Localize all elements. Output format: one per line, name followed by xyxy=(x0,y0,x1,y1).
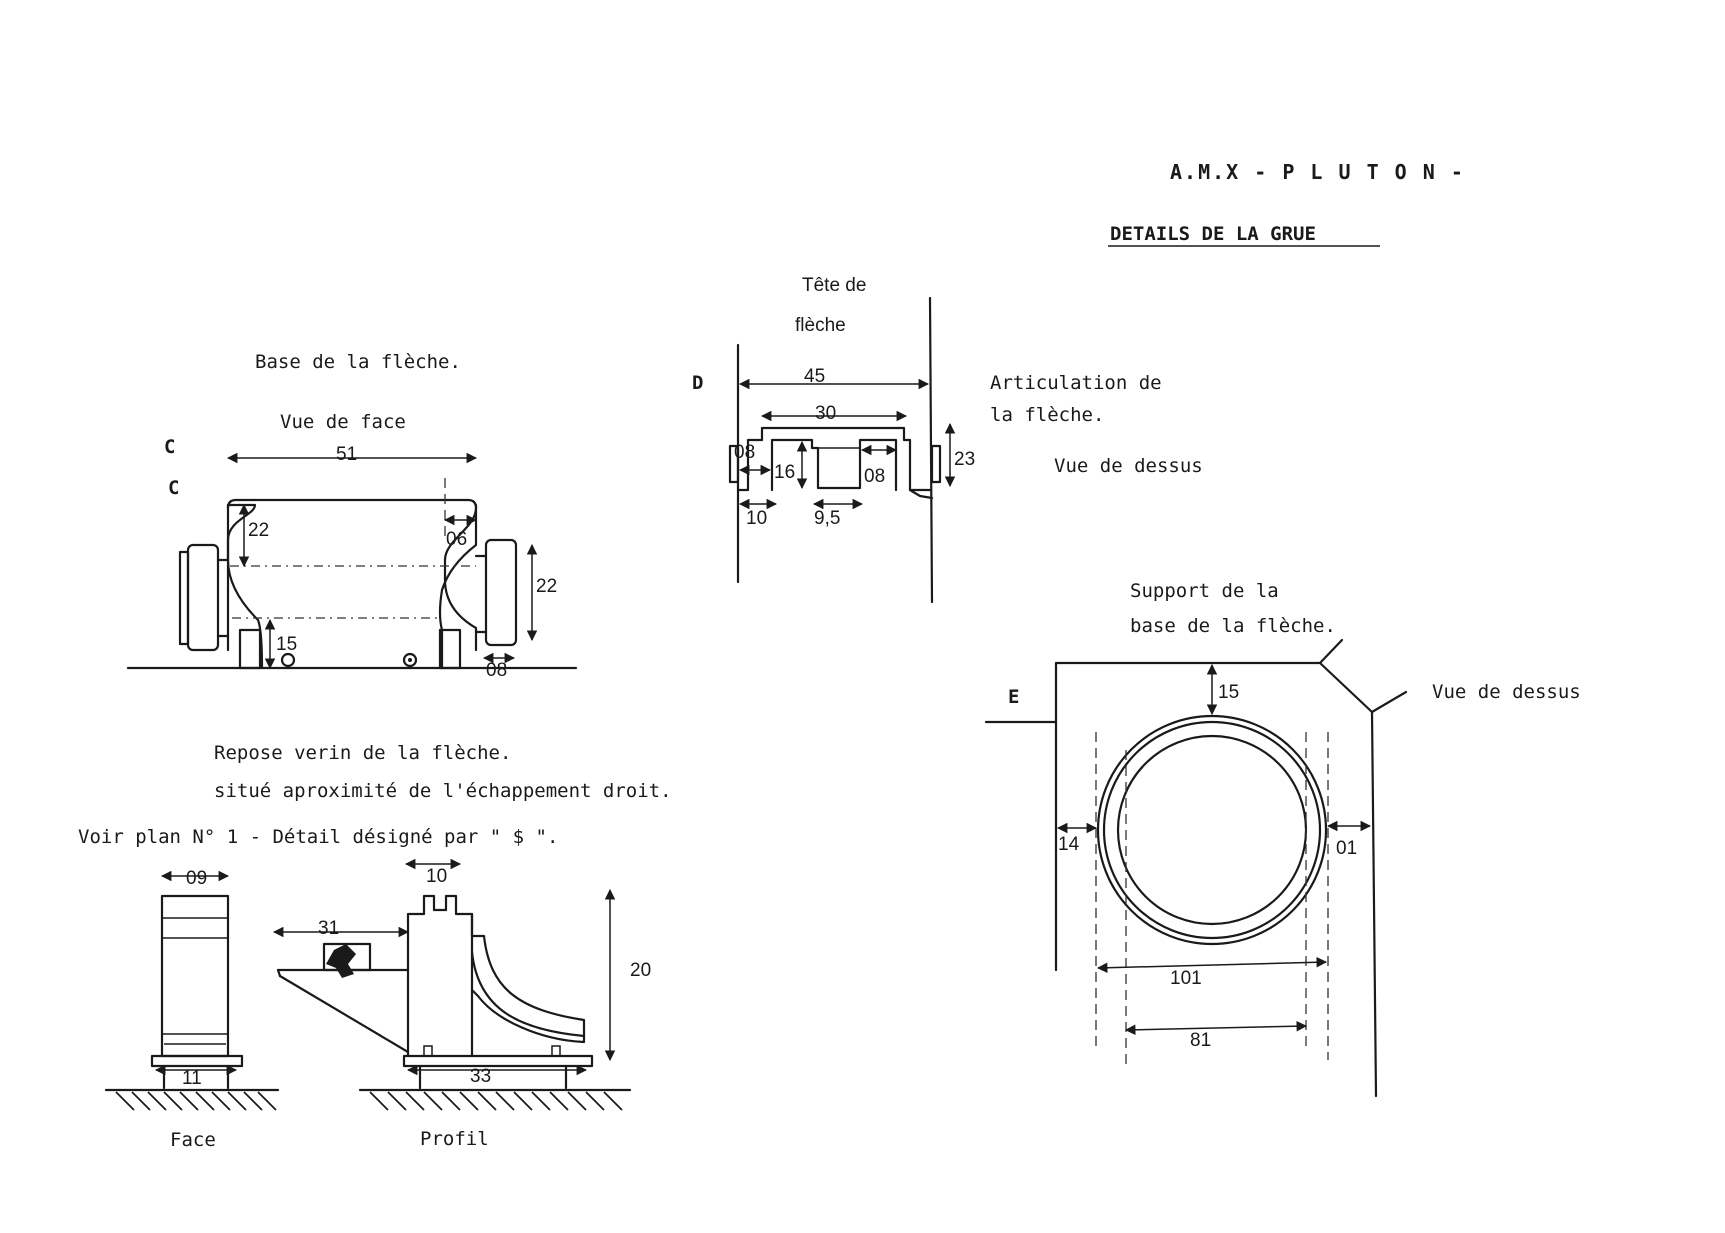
drawing-title: A.M.X - P L U T O N - xyxy=(1170,160,1465,184)
d-left-pad xyxy=(728,444,740,484)
face-dim-09: 09 xyxy=(186,868,207,889)
d-dim-45: 45 xyxy=(804,366,825,387)
e-dim-14: 14 xyxy=(1058,834,1080,855)
section-d-boom-joint: D Tête de flèche Articulation de la flèc… xyxy=(692,275,1203,604)
c-right-flank xyxy=(438,503,478,670)
c-left-hub xyxy=(178,550,190,646)
c-dim-22-left: 22 xyxy=(248,520,269,541)
c-right-wheel xyxy=(484,538,518,647)
face-label: Face xyxy=(170,1129,216,1151)
profil-ground-hatch xyxy=(369,1091,623,1111)
c-left-post xyxy=(238,628,262,670)
e-right-leader xyxy=(1370,690,1408,714)
e-dim-101: 101 xyxy=(1170,968,1202,989)
profil-body xyxy=(406,894,586,1058)
d-right-pad xyxy=(930,444,942,484)
section-e-marker: E xyxy=(1008,686,1019,708)
e-dim-81-arrow xyxy=(1124,1020,1308,1036)
section-e-title-1: Support de la xyxy=(1130,580,1279,602)
c-left-wheel xyxy=(186,543,220,652)
profil-lug-left xyxy=(423,1045,433,1057)
c-left-flank xyxy=(226,503,264,670)
profil-curve-inner xyxy=(470,950,586,1038)
profil-dim-20: 20 xyxy=(630,960,651,981)
face-view: 09 11 Face xyxy=(104,868,280,1151)
c-dim-22-right: 22 xyxy=(536,576,557,597)
profil-lug-right xyxy=(551,1045,561,1057)
section-e-view-label: Vue de dessus xyxy=(1432,681,1581,703)
section-c-boom-base: C C Base de la flèche. Vue de face 51 xyxy=(126,351,578,681)
profil-view: 10 31 20 33 Profil xyxy=(272,858,651,1150)
d-dim-10: 10 xyxy=(746,508,767,529)
profil-arm-diag xyxy=(278,974,410,1054)
e-dim-81: 81 xyxy=(1190,1030,1211,1051)
e-corner-leader xyxy=(1318,638,1344,665)
header: A.M.X - P L U T O N - DETAILS DE LA GRUE xyxy=(1108,160,1465,247)
face-dim-11: 11 xyxy=(182,1068,202,1089)
face-base-plate xyxy=(150,1054,244,1068)
section-c-marker-2: C xyxy=(168,477,179,499)
e-dim-01: 01 xyxy=(1336,838,1357,859)
face-ground-hatch xyxy=(115,1091,277,1111)
drawing-subtitle: DETAILS DE LA GRUE xyxy=(1110,223,1316,245)
e-outer-ring xyxy=(1096,714,1328,946)
repose-line-2: situé aproximité de l'échappement droit. xyxy=(214,780,672,802)
d-dim-9-5: 9,5 xyxy=(814,508,840,529)
c-dim-06: 06 xyxy=(446,529,467,550)
section-e-boom-support: E Support de la base de la flèche. Vue d… xyxy=(984,580,1581,1098)
e-dim-101-arrow xyxy=(1096,957,1328,973)
d-joint-bracket xyxy=(736,426,932,492)
d-head-label-2: flèche xyxy=(795,315,846,336)
c-dim-15: 15 xyxy=(276,634,297,655)
section-cylinder-rest: Repose verin de la flèche. situé aproxim… xyxy=(78,742,672,1151)
e-inner-ring xyxy=(1116,734,1308,926)
d-dim-30: 30 xyxy=(815,403,836,424)
c-dim-51: 51 xyxy=(336,444,357,465)
d-dim-08-left: 08 xyxy=(734,442,755,463)
profil-pivot-knob xyxy=(326,944,356,978)
c-right-post xyxy=(438,628,462,670)
face-body xyxy=(160,894,230,1058)
e-dim-15: 15 xyxy=(1218,682,1239,703)
profil-base-plate xyxy=(402,1054,594,1068)
repose-line-3: Voir plan N° 1 - Détail désigné par " $ … xyxy=(78,826,558,848)
section-c-marker: C xyxy=(164,436,175,458)
d-dim-08-right: 08 xyxy=(864,466,885,487)
profil-dim-31: 31 xyxy=(318,918,339,939)
c-center-bolt xyxy=(402,652,418,668)
section-e-title-2: base de la flèche. xyxy=(1130,615,1336,637)
d-right-tail xyxy=(908,488,934,500)
section-d-marker: D xyxy=(692,372,703,394)
d-dim-16: 16 xyxy=(774,462,795,483)
d-dim-23: 23 xyxy=(954,449,975,470)
section-d-view-label: Vue de dessus xyxy=(1054,455,1203,477)
c-center-bolt-dot xyxy=(408,658,412,662)
c-left-bolt xyxy=(280,652,296,668)
profil-label: Profil xyxy=(420,1128,489,1150)
e-outer-ring-2 xyxy=(1102,720,1322,940)
section-d-title-1: Articulation de xyxy=(990,372,1162,394)
section-c-title: Base de la flèche. xyxy=(255,351,461,373)
profil-dim-10: 10 xyxy=(426,866,447,887)
d-head-label-1: Tête de xyxy=(802,275,866,296)
repose-line-1: Repose verin de la flèche. xyxy=(214,742,511,764)
section-c-view-label: Vue de face xyxy=(280,411,406,433)
d-inner-slot xyxy=(770,438,898,492)
profil-dim-33: 33 xyxy=(470,1066,491,1087)
section-d-title-2: la flèche. xyxy=(990,404,1104,426)
c-dim-08: 08 xyxy=(486,660,507,681)
profil-arm-end xyxy=(276,968,282,978)
